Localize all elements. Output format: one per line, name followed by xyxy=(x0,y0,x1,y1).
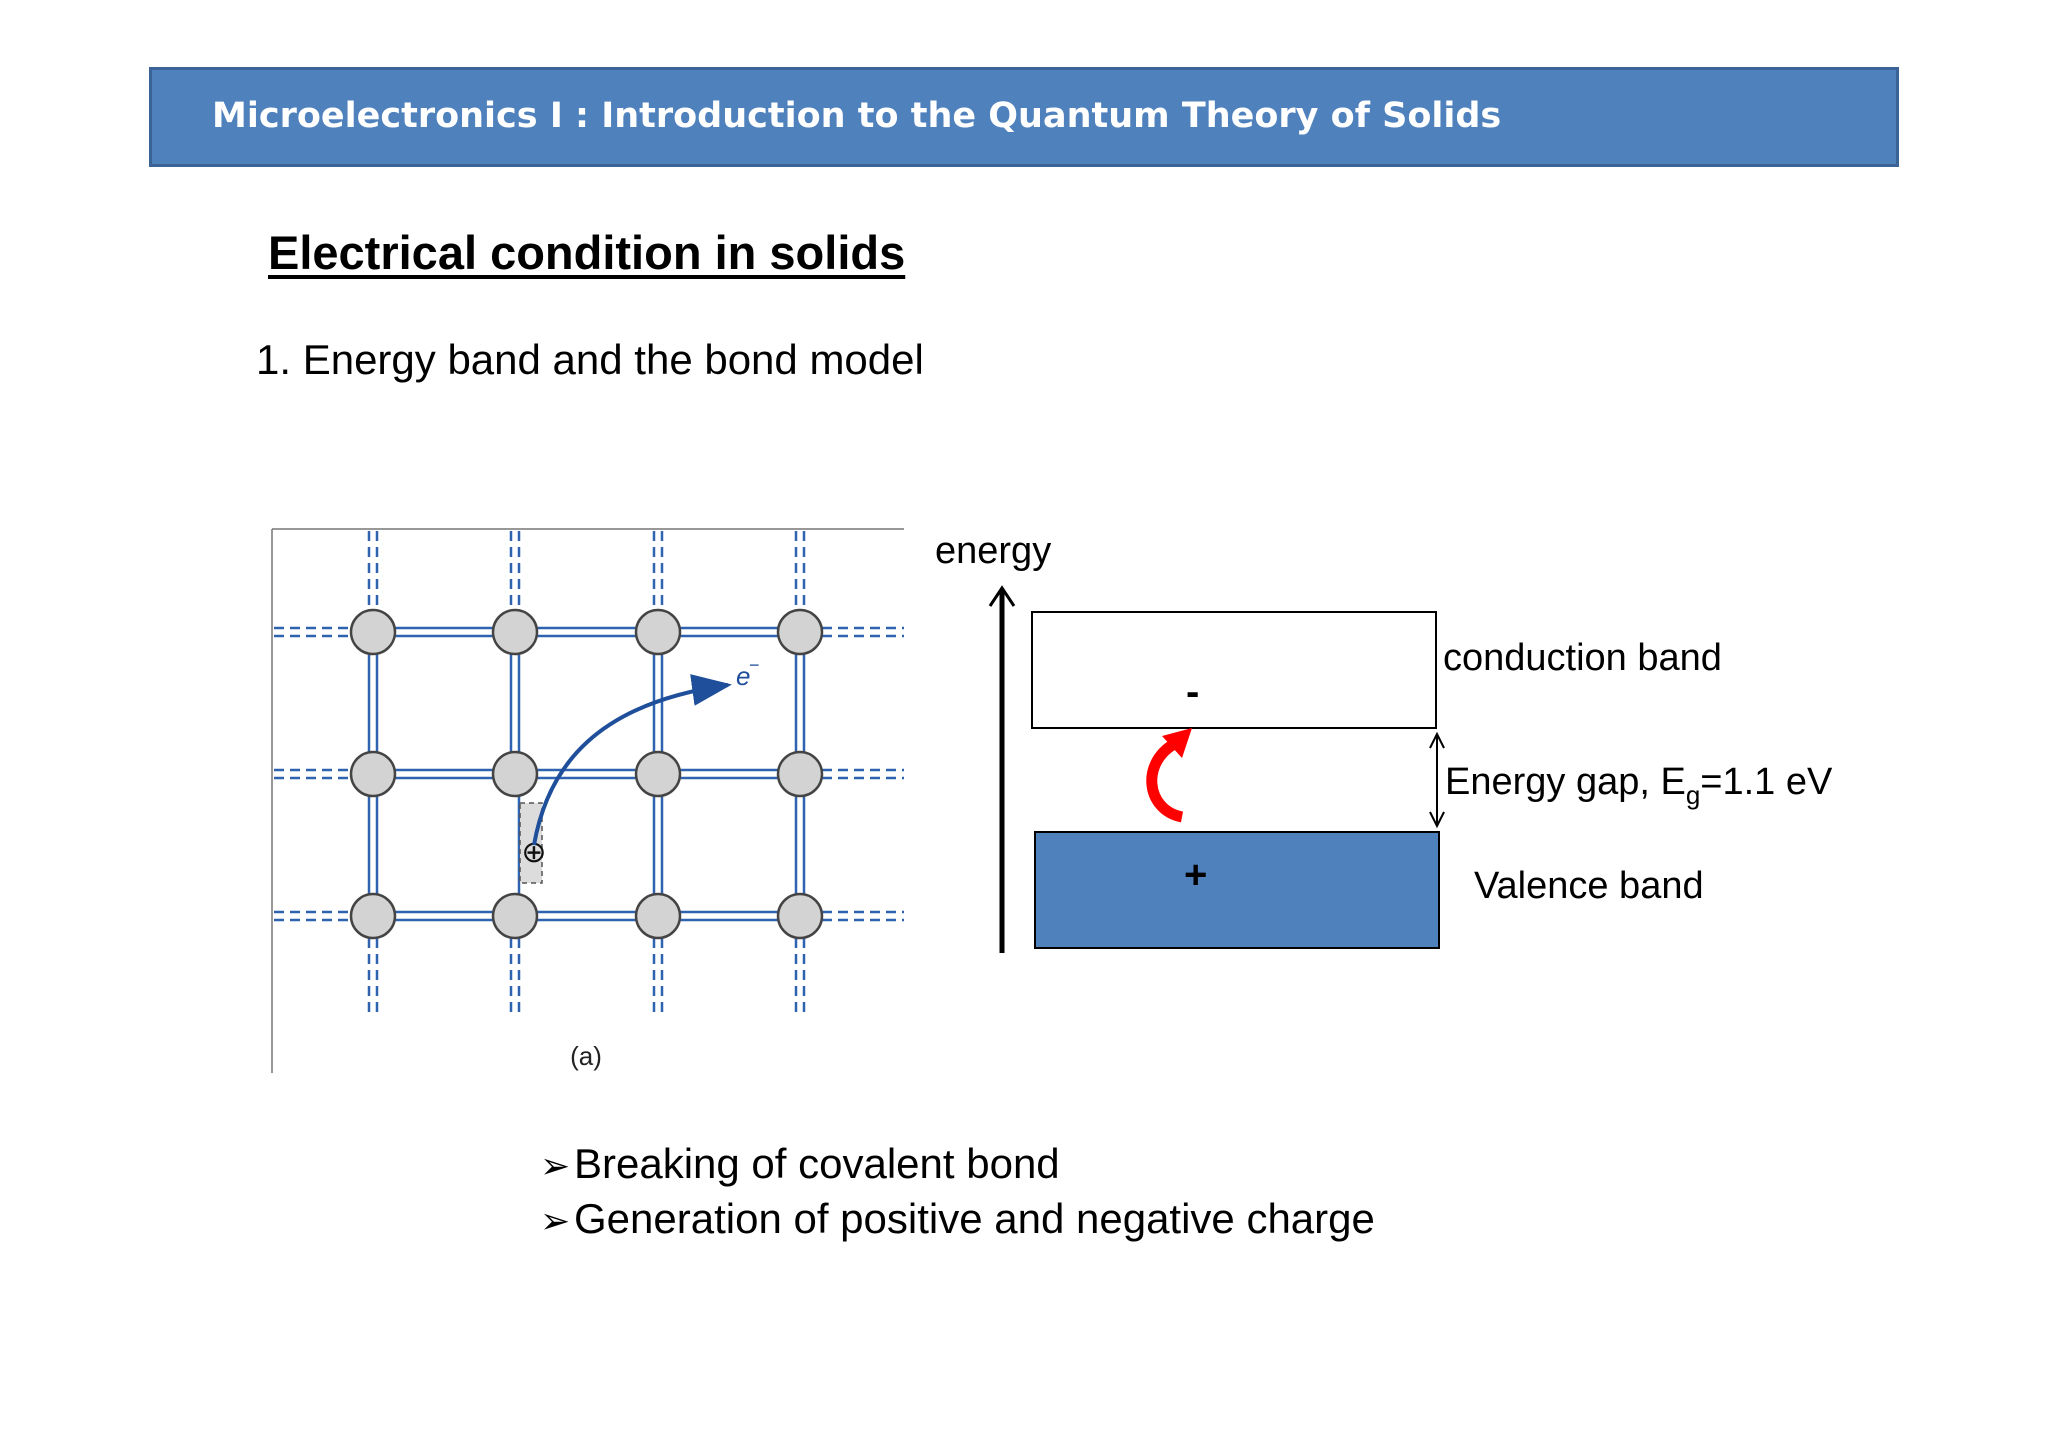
bullet-arrow-icon: ➢ xyxy=(540,1200,571,1241)
energy-gap-arrow-top xyxy=(1429,731,1445,749)
excitation-arrowhead xyxy=(1162,728,1192,758)
energy-gap-arrow-bottom xyxy=(1429,811,1445,829)
atoms xyxy=(349,608,824,940)
bullet-item: ➢Generation of positive and negative cha… xyxy=(540,1192,1375,1247)
atom xyxy=(349,892,397,940)
atom xyxy=(491,608,539,656)
conduction-band xyxy=(1031,611,1437,729)
atom xyxy=(776,608,824,656)
excitation-arrow xyxy=(1146,737,1184,823)
bullet-item: ➢Breaking of covalent bond xyxy=(540,1137,1375,1192)
valence-band xyxy=(1034,831,1440,949)
atom xyxy=(776,892,824,940)
atom xyxy=(634,892,682,940)
bullet-list: ➢Breaking of covalent bond ➢Generation o… xyxy=(540,1137,1375,1247)
electron-superscript: − xyxy=(749,655,760,675)
energy-axis-label: energy xyxy=(935,530,1051,572)
bullet-text: Generation of positive and negative char… xyxy=(574,1195,1375,1242)
covalent-bonds xyxy=(274,531,904,1017)
valence-charge: + xyxy=(1184,853,1207,897)
bullet-arrow-icon: ➢ xyxy=(540,1145,571,1186)
atom xyxy=(491,750,539,798)
energy-gap-label: Energy gap, Eg=1.1 eV xyxy=(1445,761,1833,810)
atom xyxy=(349,750,397,798)
figure-caption: (a) xyxy=(570,1041,602,1071)
conduction-charge: - xyxy=(1186,670,1199,714)
bullet-text: Breaking of covalent bond xyxy=(574,1140,1060,1187)
energy-axis-arrowhead xyxy=(988,585,1016,607)
electron-path-arrow xyxy=(532,674,732,846)
page-title: Electrical condition in solids xyxy=(268,226,906,279)
broken-bond-box xyxy=(519,802,543,884)
section-subtitle: 1. Energy band and the bond model xyxy=(256,336,924,383)
bond-model-lattice-figure: ⊕ e − (a) xyxy=(271,528,904,1073)
energy-band-diagram: energy - conduction band + Valence band … xyxy=(935,530,1833,953)
electron-label: e xyxy=(736,661,750,691)
atom xyxy=(634,608,682,656)
header-bar: Microelectronics I : Introduction to the… xyxy=(149,67,1899,167)
atom xyxy=(776,750,824,798)
conduction-band-label: conduction band xyxy=(1443,637,1722,679)
header-title: Microelectronics I : Introduction to the… xyxy=(212,96,1502,136)
atom xyxy=(491,892,539,940)
atom xyxy=(349,608,397,656)
valence-band-label: Valence band xyxy=(1474,865,1704,907)
atom xyxy=(634,750,682,798)
